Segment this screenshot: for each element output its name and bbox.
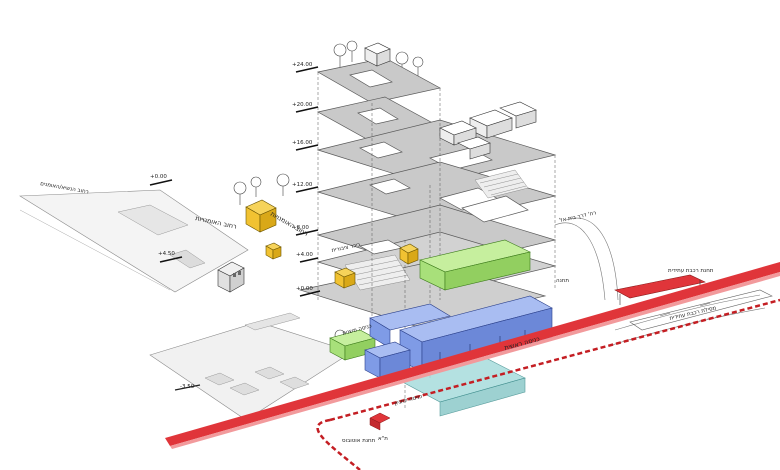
bus-stop-marker — [369, 412, 391, 431]
green-volumes — [329, 239, 531, 361]
lower-plaza: -3.50 — [149, 312, 353, 421]
level-label-2: +4.00 — [296, 252, 313, 258]
train — [629, 289, 773, 331]
public-space-label: כיכר ציבורית — [331, 242, 361, 254]
street-left-label: רחוב הנשיא/האומנים — [40, 181, 89, 195]
bus-stop-label: תחנת אוטובוס — [342, 438, 376, 444]
level-label-1: +0.00 — [296, 286, 313, 292]
road-right-small-label: תחנה — [556, 278, 569, 284]
yellow-volumes — [245, 199, 419, 289]
rail-band — [165, 262, 780, 449]
level-label-4: +12.00 — [292, 182, 313, 188]
station-platform-label: תחנת רכבת עתידית — [668, 268, 714, 274]
level-label-3: +8.00 — [292, 225, 309, 231]
road-right-label: רח' דרך בית אל — [559, 209, 597, 224]
parking-entry-label: כניסה לחניון — [394, 393, 423, 407]
bus-label: ת"א — [378, 436, 388, 442]
floor-plates — [298, 57, 557, 327]
left-street: רחוב הנשיא/האומנים — [19, 181, 249, 293]
level-markers: +24.00 +20.00 +16.00 +12.00 +8.00 +4.00 … — [149, 62, 321, 297]
stairs — [344, 169, 529, 291]
rooftop-boxes — [364, 42, 537, 160]
level-label-6: +20.00 — [292, 102, 313, 108]
dashed-rail-line — [316, 298, 780, 470]
level-label-5: +16.00 — [292, 140, 313, 146]
level-label-7: +24.00 — [292, 62, 313, 68]
level-label-9: +0.00 — [150, 174, 167, 180]
level-label-10: +4.50 — [158, 251, 175, 257]
small-gray-building — [217, 261, 245, 293]
